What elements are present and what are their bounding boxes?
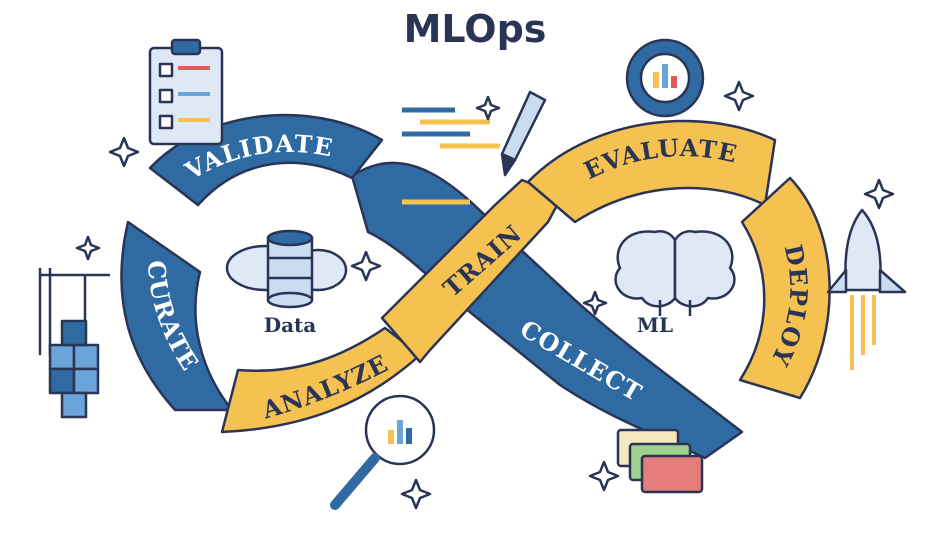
curate-band xyxy=(120,220,234,412)
crane-cubes-icon xyxy=(38,268,110,419)
pencil-icon xyxy=(500,90,547,177)
diagram-title: MLOps xyxy=(404,7,547,51)
ml-center-label: ML xyxy=(637,313,673,337)
data-center-label: Data xyxy=(264,313,317,337)
clipboard-checklist-icon xyxy=(148,38,224,146)
magnifier-chart-icon xyxy=(330,394,436,510)
gear-chart-icon xyxy=(625,38,705,118)
rocket-icon xyxy=(826,208,907,370)
sparkle-icons xyxy=(75,80,895,510)
database-icon xyxy=(225,229,348,309)
deploy-band xyxy=(738,176,831,400)
code-lines-icon xyxy=(402,107,500,205)
brain-icon xyxy=(614,230,736,316)
folders-icon xyxy=(616,428,704,494)
evaluate-band xyxy=(526,119,777,224)
train-band xyxy=(380,178,564,364)
